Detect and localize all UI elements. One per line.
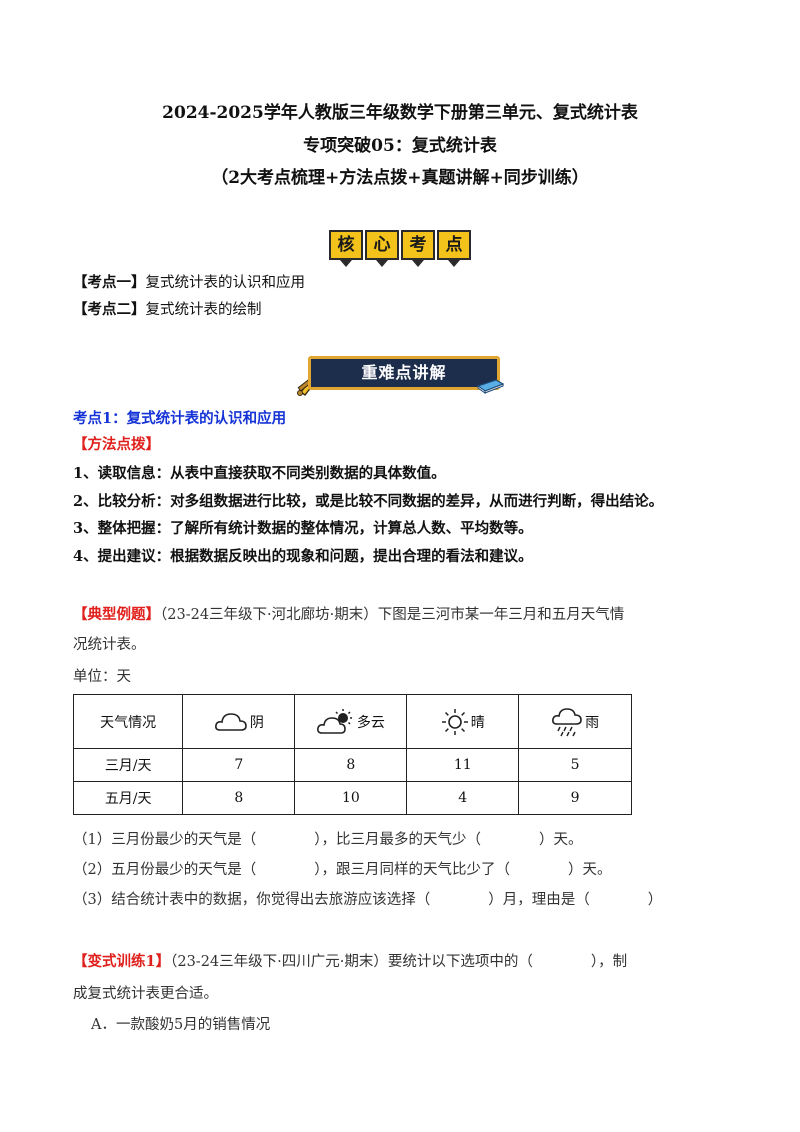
variant-line: 【变式训练1】（23-24三年级下·四川广元·期末）要统计以下选项中的（ ），制 <box>73 950 627 971</box>
variant-text: （23-24三年级下·四川广元·期末）要统计以下选项中的（ ），制 <box>170 954 628 970</box>
rain-icon <box>552 707 582 736</box>
section-title: 考点1：复式统计表的认识和应用 <box>73 410 287 427</box>
table-cell: 7 <box>182 748 296 782</box>
method-item: 1、读取信息：从表中直接获取不同类别数据的具体数值。 <box>73 465 446 482</box>
core-points-banner: 核 心 考 点 <box>329 226 471 267</box>
question-item: （2）五月份最少的天气是（ ），跟三月同样的天气比少了（ ）天。 <box>73 862 612 878</box>
example-text: （23-24三年级下·河北廊坊·期末）下图是三河市某一年三月和五月天气情 <box>160 607 625 623</box>
method-item: 2、比较分析：对多组数据进行比较，或是比较不同数据的差异，从而进行判断，得出结论… <box>73 493 664 510</box>
table-cell: 10 <box>294 781 408 815</box>
core-banner-char: 核 <box>329 230 363 267</box>
doc-title-line1: 2024-2025学年人教版三年级数学下册第三单元、复式统计表 <box>162 103 638 123</box>
variant-text-cont: 成复式统计表更合适。 <box>73 986 218 1002</box>
partly-cloudy-icon <box>316 708 352 734</box>
table-cell: 5 <box>518 748 632 782</box>
example-text-cont: 况统计表。 <box>73 637 146 653</box>
weather-label: 阴 <box>249 714 264 731</box>
core-banner-char: 心 <box>365 230 399 267</box>
weather-label: 多云 <box>356 714 385 731</box>
kaodian-text: 复式统计表的认识和应用 <box>145 275 306 291</box>
kaodian-tag: 【考点一】 <box>73 274 146 291</box>
kaodian-item: 【考点二】复式统计表的绘制 <box>73 298 262 319</box>
variant-tag: 【变式训练1】 <box>73 953 171 970</box>
question-item: （3）结合统计表中的数据，你觉得出去旅游应该选择（ ）月，理由是（ ） <box>73 892 663 908</box>
row-label: 三月/天 <box>72 748 184 782</box>
table-cell: 8 <box>182 781 296 815</box>
unit-label: 单位：天 <box>73 669 131 685</box>
table-header-cell: 多云 <box>294 694 408 749</box>
core-banner-char: 考 <box>401 230 435 267</box>
core-banner-char: 点 <box>437 230 471 267</box>
method-item: 3、整体把握：了解所有统计数据的整体情况，计算总人数、平均数等。 <box>73 520 533 537</box>
table-row: 五月/天 8 10 4 9 <box>72 781 632 815</box>
method-item: 4、提出建议：根据数据反映出的现象和问题，提出合理的看法和建议。 <box>73 548 533 565</box>
key-points-banner: 重难点讲解 <box>296 354 506 396</box>
kaodian-tag: 【考点二】 <box>73 301 146 318</box>
doc-title-line2: 专项突破05：复式统计表 <box>303 136 497 156</box>
table-cell: 9 <box>518 781 632 815</box>
kaodian-item: 【考点一】复式统计表的认识和应用 <box>73 271 305 292</box>
option-a: A．一款酸奶5月的销售情况 <box>91 1017 271 1033</box>
example-line: 【典型例题】（23-24三年级下·河北廊坊·期末）下图是三河市某一年三月和五月天… <box>73 603 624 624</box>
table-cell: 8 <box>294 748 408 782</box>
method-tag: 【方法点拨】 <box>73 436 160 453</box>
doc-title-line3: （2大考点梳理+方法点拨+真题讲解+同步训练） <box>211 168 589 188</box>
table-header-cell: 阴 <box>182 694 296 749</box>
book-icon <box>476 379 504 394</box>
table-row: 三月/天 7 8 11 5 <box>72 748 632 782</box>
kaodian-text: 复式统计表的绘制 <box>145 302 262 318</box>
table-header-cell: 雨 <box>518 694 632 749</box>
table-header-cell: 天气情况 <box>72 694 184 749</box>
table-header-cell: 晴 <box>406 694 520 749</box>
weather-label: 晴 <box>470 714 485 731</box>
table-cell: 11 <box>406 748 520 782</box>
row-label: 五月/天 <box>72 781 184 815</box>
question-item: （1）三月份最少的天气是（ ），比三月最多的天气少（ ）天。 <box>73 832 583 848</box>
table-header-row: 天气情况 阴 多云 <box>72 694 632 749</box>
table-cell: 4 <box>406 781 520 815</box>
cloudy-icon <box>214 712 247 731</box>
sunny-icon <box>441 708 468 735</box>
example-tag: 【典型例题】 <box>73 606 160 623</box>
key-banner-label: 重难点讲解 <box>308 356 500 390</box>
weather-label: 雨 <box>585 714 600 731</box>
weather-table: 天气情况 阴 多云 <box>72 694 632 815</box>
